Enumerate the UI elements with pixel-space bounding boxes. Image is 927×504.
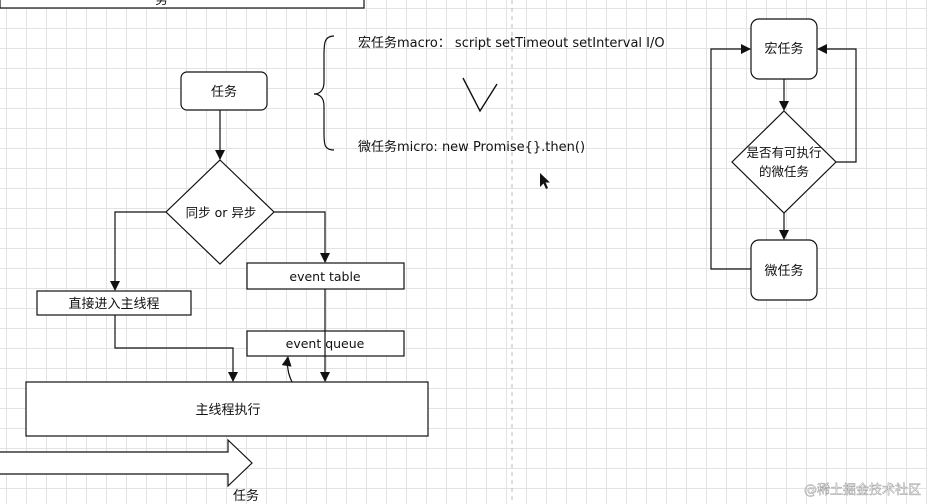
top-cut-label: 务 — [155, 0, 168, 8]
big-hollow-arrow — [0, 438, 253, 488]
cursor-icon — [540, 173, 550, 189]
macro-note: 宏任务macro： script setTimeout setInterval … — [358, 35, 665, 51]
direct-main-label: 直接进入主线程 — [68, 296, 159, 312]
edge-decision-to-event-table — [274, 211, 330, 263]
main-exec-node — [25, 381, 429, 437]
event-table-node — [246, 262, 405, 290]
sync-async-label: 同步 or 异步 — [186, 205, 257, 220]
watermark: @稀土掘金技术社区 — [804, 482, 921, 498]
loop-question-line2: 的微任务 — [759, 164, 809, 179]
main-exec-label: 主线程执行 — [195, 403, 260, 418]
big-arrow-label: 任务 — [233, 488, 259, 504]
task-node — [180, 71, 268, 111]
edge-main-to-event-queue — [281, 356, 293, 383]
edge-direct-to-main — [114, 315, 238, 382]
loop-micro-node — [750, 239, 818, 301]
loop-micro-label: 微任务 — [764, 263, 803, 279]
direct-main-node — [36, 290, 192, 316]
event-table-label: event table — [289, 269, 361, 284]
top-cut-box — [0, 0, 365, 9]
sync-async-decision — [165, 159, 275, 265]
edge-decision-to-direct — [110, 211, 166, 291]
edge-loop-micro-back-to-macro — [710, 44, 751, 270]
edge-loop-question-back-to-macro — [817, 44, 857, 163]
loop-question-node — [731, 110, 837, 214]
micro-note: 微任务micro: new Promise{}.then() — [358, 139, 585, 155]
loop-question-line1: 是否有可执行 — [746, 145, 821, 160]
curly-brace — [313, 35, 335, 151]
loop-macro-label: 宏任务 — [764, 41, 803, 57]
task-node-label: 任务 — [211, 84, 237, 100]
check-mark — [462, 77, 498, 113]
event-queue-label: event queue — [286, 336, 365, 351]
